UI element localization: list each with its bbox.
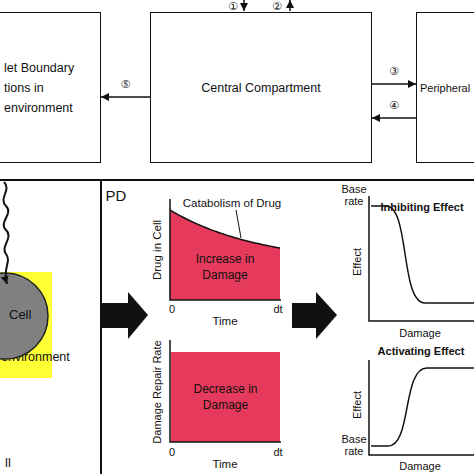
flow-arrow (372, 117, 416, 119)
tick-label: 0 (169, 446, 175, 458)
cell-circle: Cell (0, 272, 49, 360)
chart-axis (170, 340, 281, 442)
decay-curve (170, 210, 280, 248)
sigmoid-curve (371, 368, 474, 446)
curve-label: Catabolism of Drug (183, 197, 281, 209)
chart-axis (369, 196, 474, 321)
node-text: Peripheral (420, 82, 474, 94)
axis-label: Damage Repair Rate (151, 340, 163, 443)
panel-divider (100, 180, 102, 474)
node-text: Increase in Damage (185, 251, 265, 283)
axis-label: Damage (399, 327, 441, 339)
chart-axis (369, 360, 474, 455)
damage-area: Increase in Damage (170, 205, 280, 300)
wavy-arrow (3, 182, 8, 284)
chart-title: Activating Effect (378, 345, 465, 357)
callout-number: ⑤ (121, 78, 131, 91)
node-text: Central Compartment (201, 81, 321, 95)
node-text: Decrease in Damage (186, 381, 266, 413)
tick-label: dt (273, 446, 282, 458)
flow-arrow (372, 83, 416, 85)
axis-label: Base rate (339, 433, 369, 457)
callout-number: ④ (389, 99, 399, 112)
axis-label: Effect (351, 391, 363, 419)
output-arrow (289, 0, 291, 11)
axis-label: Effect (351, 248, 363, 276)
panel-divider (0, 179, 474, 181)
compartment-box: Peripheral (416, 12, 474, 163)
leader-line (236, 210, 241, 238)
callout-number: ① (228, 0, 238, 13)
flow-arrow (101, 96, 150, 98)
axis-label: Drug in Cell (151, 220, 163, 280)
tick-label: 0 (169, 303, 175, 315)
microenvironment-region: environmentCell (0, 272, 52, 378)
panel-title: PD (106, 187, 127, 204)
callout-number: ② (272, 0, 282, 13)
node-text: Cell (9, 307, 31, 322)
axis-label: Time (212, 315, 237, 327)
axis-label: Base rate (339, 183, 369, 207)
area-fill (170, 210, 280, 300)
chart-title: Inhibiting Effect (380, 201, 463, 213)
axis-label: Time (212, 458, 237, 470)
boundary-box: let Boundary tions in environment (0, 12, 101, 163)
block-arrow (292, 292, 337, 339)
tick-label: dt (273, 303, 282, 315)
block-arrow (102, 292, 148, 339)
compartment-box: Central Compartment (150, 12, 372, 163)
panel-title: ll (5, 455, 11, 470)
damage-area: Decrease in Damage (171, 352, 280, 442)
chart-axis (170, 199, 281, 300)
callout-number: ③ (389, 65, 399, 78)
cell-circle-shape (0, 273, 48, 359)
axis-label: Damage (399, 460, 441, 472)
node-text: let Boundary tions in environment (4, 58, 96, 118)
input-arrow (243, 0, 245, 11)
sigmoid-curve (371, 206, 474, 303)
